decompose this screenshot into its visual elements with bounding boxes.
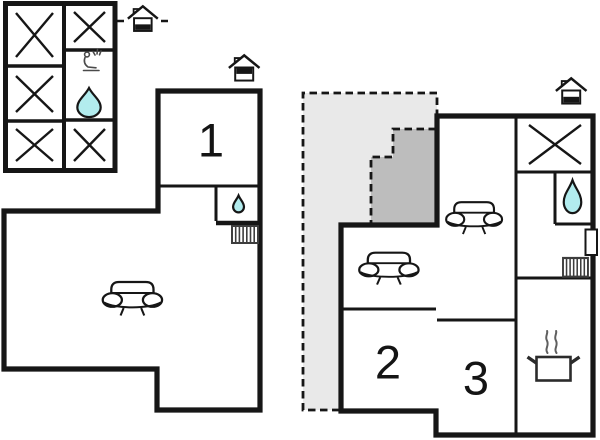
upper-floor-area <box>369 127 437 226</box>
room-3-label: 3 <box>462 351 490 405</box>
floor-marker-icon <box>227 54 261 82</box>
building-right-outline <box>338 113 596 438</box>
shower-icon <box>82 48 102 72</box>
bed-x-icon <box>15 12 54 58</box>
room-1-label: 1 <box>197 113 225 167</box>
bedroom-annex <box>3 1 118 173</box>
window-icon <box>584 228 598 256</box>
upper-floor-fill <box>371 129 437 226</box>
building-left-outline <box>1 88 263 413</box>
bed-x-icon <box>73 11 106 43</box>
bed-x-icon <box>15 75 54 113</box>
bed-x-icon <box>15 128 54 162</box>
bed-x-icon <box>73 128 106 162</box>
floor-marker-icon <box>117 5 168 33</box>
cooking-pot-icon <box>526 330 581 382</box>
radiator-icon <box>231 225 259 244</box>
building-left <box>1 88 263 413</box>
floor-marker-icon <box>554 77 588 105</box>
room-2-label: 2 <box>374 335 402 389</box>
bed-x-icon <box>528 124 582 165</box>
terrace-dashed-border <box>301 91 439 412</box>
radiator-icon <box>561 256 590 278</box>
building-right <box>338 113 598 438</box>
upper-floor-dashed-border <box>369 127 436 224</box>
